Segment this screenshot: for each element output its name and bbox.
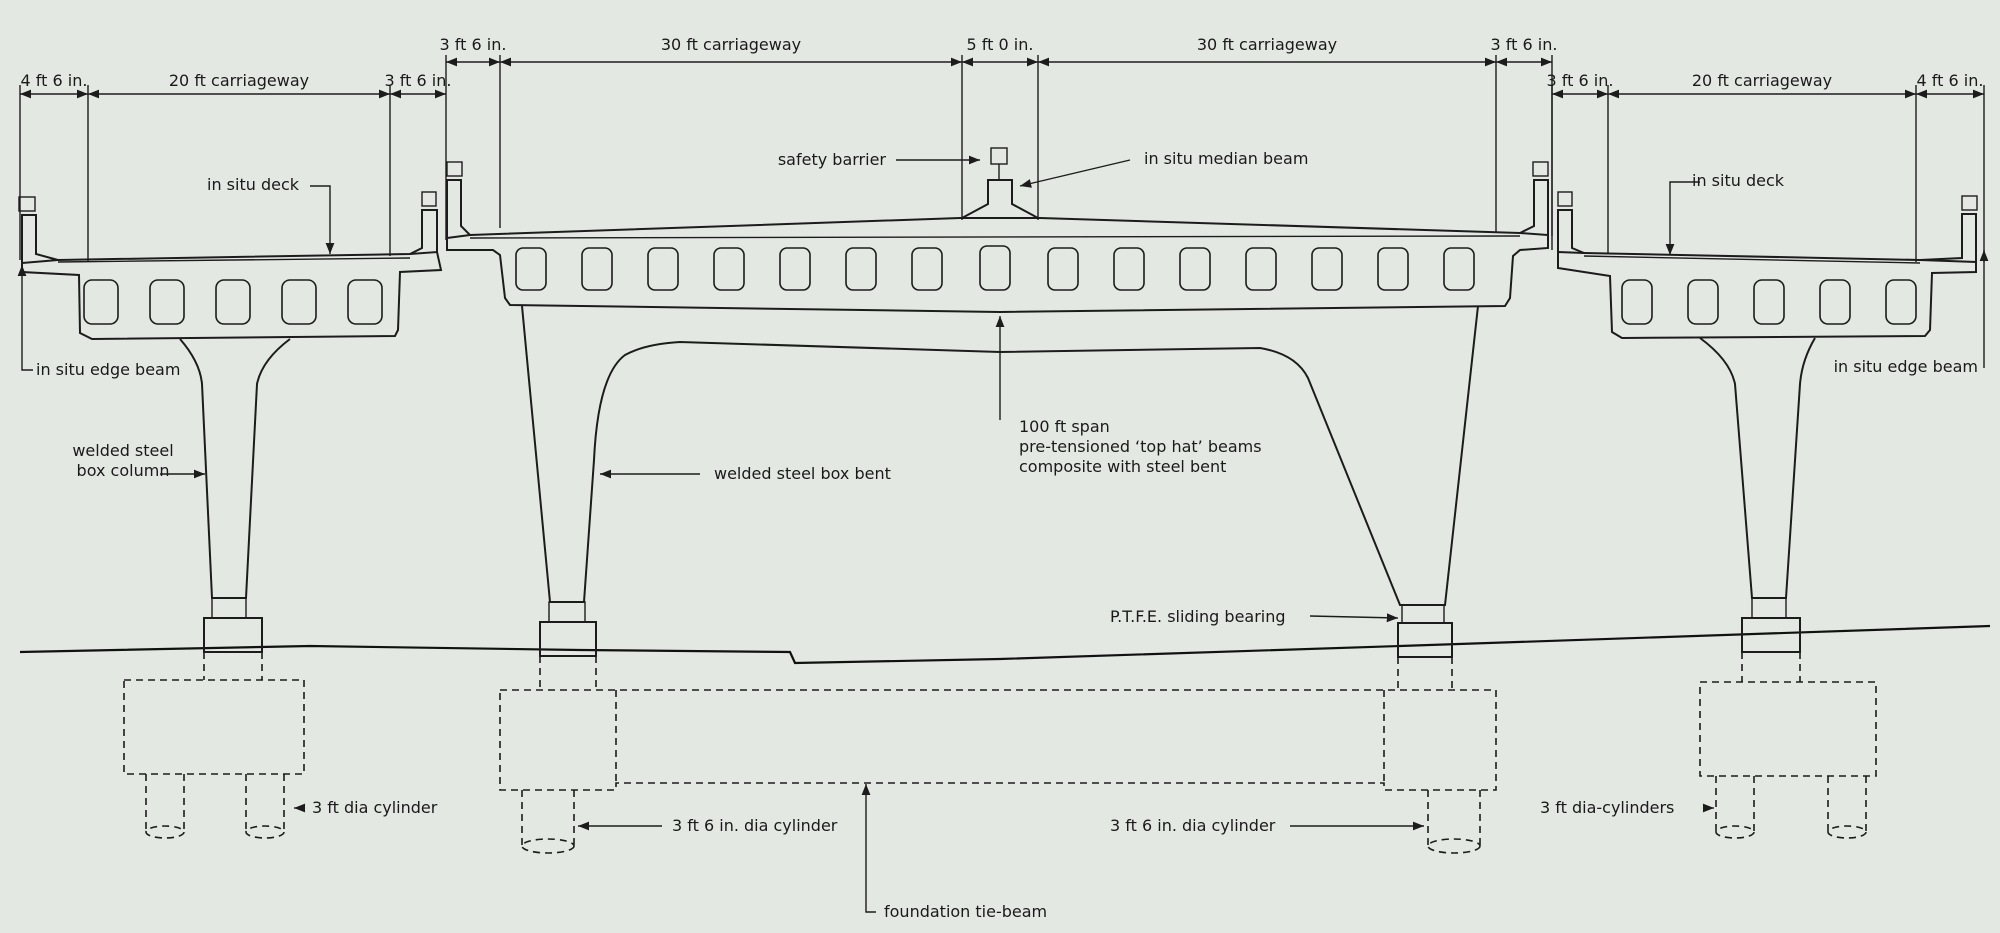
label-composite-steel-bent: composite with steel bent — [1019, 457, 1226, 476]
left-bearing — [211, 597, 247, 619]
left-column — [179, 338, 291, 599]
right-deck — [1557, 250, 1977, 340]
leader-lines — [17, 155, 1989, 913]
dim-left-verge: 3 ft 6 in. — [385, 71, 452, 90]
centre-deck-cell — [1311, 247, 1343, 291]
label-left-cylinder: 3 ft dia cylinder — [312, 798, 438, 817]
label-right-in-situ-deck: in situ deck — [1692, 171, 1785, 190]
left-deck-cell — [281, 279, 317, 325]
centre-deck-cell — [1179, 247, 1211, 291]
annotation-labels: in situ deck in situ deck in situ edge b… — [36, 149, 1978, 921]
dimension-texts: 4 ft 6 in. 20 ft carriageway 3 ft 6 in. … — [21, 35, 1984, 90]
dim-right-carriageway: 20 ft carriageway — [1692, 71, 1832, 90]
left-parapet — [21, 214, 59, 272]
label-box-bent: welded steel box bent — [714, 464, 891, 483]
dim-centre-left-verge: 3 ft 6 in. — [440, 35, 507, 54]
right-deck-cell — [1687, 279, 1719, 325]
steel-box-bent — [521, 305, 1479, 606]
left-inner-barrier — [421, 191, 437, 207]
right-deck-cell — [1753, 279, 1785, 325]
ground-line — [19, 624, 1991, 665]
right-column — [1699, 337, 1816, 599]
centre-left-parapet — [446, 179, 471, 238]
dim-centre-right-carriageway: 30 ft carriageway — [1197, 35, 1337, 54]
dimension-lines — [19, 55, 1985, 262]
label-safety-barrier: safety barrier — [778, 150, 887, 169]
centre-deck-cell — [979, 245, 1011, 291]
label-median-beam: in situ median beam — [1144, 149, 1308, 168]
left-cylinder-pile — [145, 774, 285, 832]
left-structure — [18, 191, 443, 839]
right-deck-cell — [1885, 279, 1917, 325]
dim-right-verge: 3 ft 6 in. — [1547, 71, 1614, 90]
label-box-column: box column — [77, 461, 170, 480]
label-left-edge-beam: in situ edge beam — [36, 360, 180, 379]
right-structure — [1557, 191, 1978, 839]
median-safety-barrier — [990, 147, 1008, 165]
right-parapet — [1919, 213, 1977, 262]
left-deck-cell — [215, 279, 251, 325]
centre-left-barrier — [446, 161, 463, 177]
centre-right-barrier — [1532, 161, 1549, 177]
left-deck-cell — [83, 279, 119, 325]
centre-right-pier-cap — [1397, 622, 1453, 658]
right-deck-cell — [1621, 279, 1653, 325]
right-inner-barrier — [1557, 191, 1573, 207]
dim-left-carriageway: 20 ft carriageway — [169, 71, 309, 90]
left-barrier — [18, 196, 36, 212]
foundation-tie-beam — [499, 689, 1497, 791]
right-footing — [1699, 681, 1877, 777]
centre-deck-cell — [713, 247, 745, 291]
dim-centre-right-verge: 3 ft 6 in. — [1491, 35, 1558, 54]
label-centre-right-cylinder: 3 ft 6 in. dia cylinder — [1110, 816, 1276, 835]
centre-left-cylinder-pile — [521, 790, 575, 846]
left-deck-cell — [149, 279, 185, 325]
dim-centre-left-carriageway: 30 ft carriageway — [661, 35, 801, 54]
label-left-in-situ-deck: in situ deck — [207, 175, 300, 194]
label-welded-steel: welded steel — [72, 441, 173, 460]
right-inner-parapet — [1557, 209, 1585, 254]
left-footing — [123, 679, 305, 775]
centre-right-ptfe-bearing — [1401, 604, 1445, 624]
centre-deck-cell — [845, 247, 877, 291]
right-cylinder-piles — [1715, 776, 1867, 832]
centre-deck-cell — [1113, 247, 1145, 291]
centre-deck-cell — [1377, 247, 1409, 291]
dim-median: 5 ft 0 in. — [967, 35, 1034, 54]
right-deck-cell — [1819, 279, 1851, 325]
centre-deck-cell — [581, 247, 613, 291]
centre-deck-cell — [1047, 247, 1079, 291]
left-inner-parapet — [409, 209, 438, 255]
label-ptfe-bearing: P.T.F.E. sliding bearing — [1110, 607, 1286, 626]
centre-right-cylinder-pile — [1427, 790, 1481, 846]
label-top-hat-beams: pre-tensioned ‘top hat’ beams — [1019, 437, 1262, 456]
right-barrier — [1961, 195, 1978, 211]
centre-left-bearing — [548, 601, 586, 623]
centre-deck-cell — [1245, 247, 1277, 291]
centre-structure — [446, 147, 1549, 854]
left-pier-cap — [203, 617, 263, 653]
right-bearing — [1751, 597, 1787, 619]
dim-left-edge: 4 ft 6 in. — [21, 71, 88, 90]
label-foundation-tie-beam: foundation tie-beam — [884, 902, 1047, 921]
centre-deck-cell — [515, 247, 547, 291]
label-right-cylinders: 3 ft dia-cylinders — [1540, 798, 1674, 817]
label-centre-left-cylinder: 3 ft 6 in. dia cylinder — [672, 816, 838, 835]
centre-left-pier-cap — [539, 621, 597, 657]
centre-deck-cells — [515, 245, 1475, 291]
centre-deck-cell — [647, 247, 679, 291]
centre-deck — [446, 217, 1549, 314]
centre-deck-cell — [911, 247, 943, 291]
median-beam — [961, 179, 1039, 219]
centre-deck-cell — [1443, 247, 1475, 291]
centre-right-parapet — [1519, 179, 1549, 235]
label-right-edge-beam: in situ edge beam — [1834, 357, 1978, 376]
centre-deck-cell — [779, 247, 811, 291]
dim-right-edge: 4 ft 6 in. — [1917, 71, 1984, 90]
left-deck-cell — [347, 279, 383, 325]
right-pier-cap — [1741, 617, 1801, 653]
label-span: 100 ft span — [1019, 417, 1110, 436]
left-deck — [21, 250, 443, 341]
